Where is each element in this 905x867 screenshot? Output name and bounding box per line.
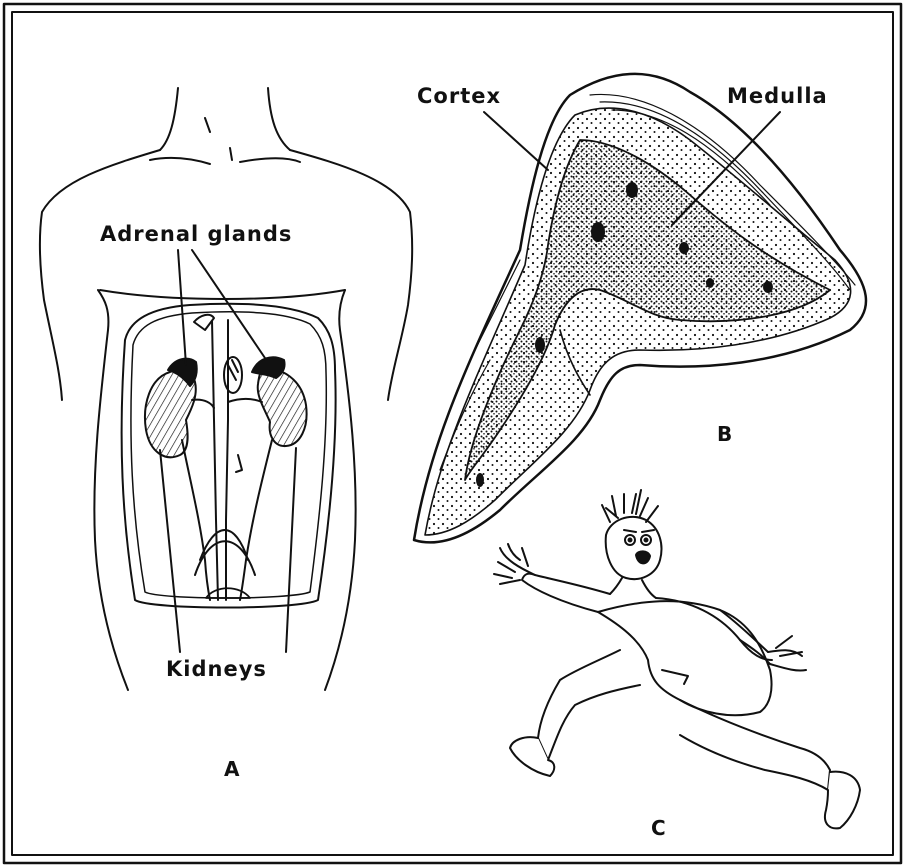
label-cortex: Cortex: [417, 84, 501, 108]
label-medulla: Medulla: [727, 84, 828, 108]
kidney-leader-left: [160, 450, 180, 652]
label-kidneys: Kidneys: [166, 657, 267, 681]
panel-label-b: B: [717, 422, 733, 446]
panel-label-a: A: [224, 757, 240, 781]
label-adrenal-glands: Adrenal glands: [100, 222, 292, 246]
torso-figure: [40, 88, 412, 690]
kidney-leader-right: [286, 448, 296, 652]
right-adrenal-gland: [252, 357, 285, 378]
panel-label-c: C: [651, 816, 667, 840]
cortex-leader: [484, 112, 548, 170]
adrenal-cross-section: [414, 74, 866, 542]
right-kidney: [258, 369, 307, 446]
frightened-man-figure: [494, 490, 860, 828]
adrenal-leader-left: [178, 250, 186, 365]
